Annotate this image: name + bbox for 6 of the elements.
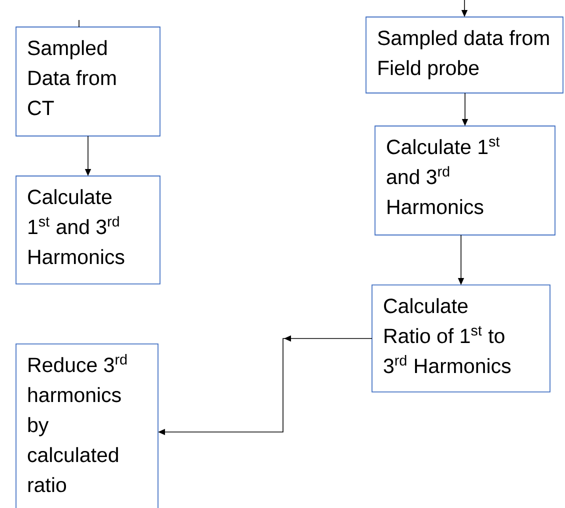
process-box: Reduce 3$^{rd}$ harmonics by calculated ratio bbox=[16, 344, 158, 508]
process-box: Calculate 1$^{st}$ and 3$^{rd}$ Harmonics bbox=[374, 126, 556, 236]
process-box: Calculate Ratio of 1$^{st}$ to 3$^{rd}$ Harmonics bbox=[372, 284, 550, 392]
process-box: Calculate 1$^{st}$ and 3$^{rd}$ Harmonics bbox=[16, 176, 160, 284]
process-box: Sampled Data from CT bbox=[16, 26, 160, 136]
process-box: Sampled data from Field probe bbox=[366, 16, 564, 94]
